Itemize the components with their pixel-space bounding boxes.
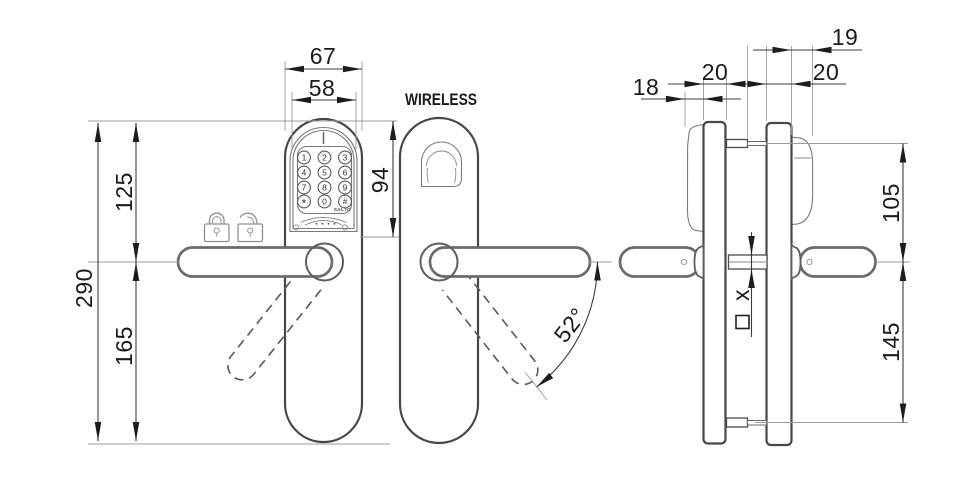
dim-18: 18 <box>633 74 660 100</box>
unlocked-padlock-icon <box>237 212 264 243</box>
dim-x-spindle: x <box>728 289 754 301</box>
dim-94: 94 <box>367 167 393 194</box>
key-7: 7 <box>302 183 307 193</box>
key-hash: # <box>343 197 348 207</box>
reader-housing-profile <box>791 136 814 226</box>
handle-rose <box>419 242 459 282</box>
brand-label: SALTO <box>334 207 351 213</box>
front-keypad-view: 1 2 3 4 5 6 7 8 9 * 0 # SALTO <box>176 117 364 444</box>
front-view-dimensions: 290 125 165 94 67 58 <box>71 43 399 445</box>
handle-angle-dimension: 52° <box>524 261 612 401</box>
dim-145: 145 <box>878 322 904 362</box>
inner-handle-profile <box>618 246 702 278</box>
outer-handle-profile <box>798 246 877 278</box>
key-3: 3 <box>343 153 348 163</box>
keypad-key-labels: 1 2 3 4 5 6 7 8 9 * 0 # <box>302 153 348 211</box>
key-6: 6 <box>343 168 348 178</box>
front-reader-view: WIRELESS 52° <box>398 91 612 445</box>
key-star: * <box>302 196 307 210</box>
top-fixing-screw <box>725 138 767 149</box>
square-spindle <box>727 254 768 270</box>
key-5: 5 <box>322 168 327 178</box>
dim-290: 290 <box>71 268 97 308</box>
locked-padlock-icon <box>203 212 230 243</box>
dim-19: 19 <box>832 24 859 50</box>
keypad-keys <box>297 150 352 209</box>
dim-67: 67 <box>310 43 337 69</box>
key-8: 8 <box>322 183 327 193</box>
dim-20-inner-plate: 20 <box>702 59 729 85</box>
wireless-label: WIRELESS <box>405 91 477 109</box>
key-4: 4 <box>302 168 307 178</box>
key-1: 1 <box>302 153 307 163</box>
outer-handle-neck <box>790 244 802 280</box>
square-spindle-symbol-icon <box>735 314 750 330</box>
handle-rose <box>305 242 344 282</box>
outer-plate-profile <box>765 121 793 447</box>
key-9: 9 <box>343 183 348 193</box>
speaker-grille <box>300 217 347 226</box>
dim-58: 58 <box>309 75 336 101</box>
key-2: 2 <box>322 153 327 163</box>
dim-105: 105 <box>878 183 904 223</box>
dim-125: 125 <box>111 172 137 212</box>
inner-handle-neck <box>693 244 705 280</box>
angle-value: 52° <box>549 303 592 348</box>
inner-handle-screw <box>680 258 688 266</box>
keypad-module: 1 2 3 4 5 6 7 8 9 * 0 # SALTO <box>289 126 358 233</box>
handle-rotated-ghost <box>227 271 322 381</box>
card-reader-window <box>420 141 463 188</box>
inner-plate-profile <box>702 120 727 445</box>
key-0: 0 <box>322 197 327 207</box>
outer-handle-screw <box>806 258 813 266</box>
side-view-dimensions: 18 20 20 19 105 145 x <box>633 24 910 423</box>
dim-165: 165 <box>111 326 137 366</box>
keypad-panel <box>296 145 353 215</box>
dim-20-outer-plate: 20 <box>813 59 840 85</box>
keypad-housing-profile <box>686 123 704 233</box>
module-screw-left <box>292 224 300 231</box>
side-view <box>618 120 877 447</box>
module-screw-right <box>341 224 349 231</box>
